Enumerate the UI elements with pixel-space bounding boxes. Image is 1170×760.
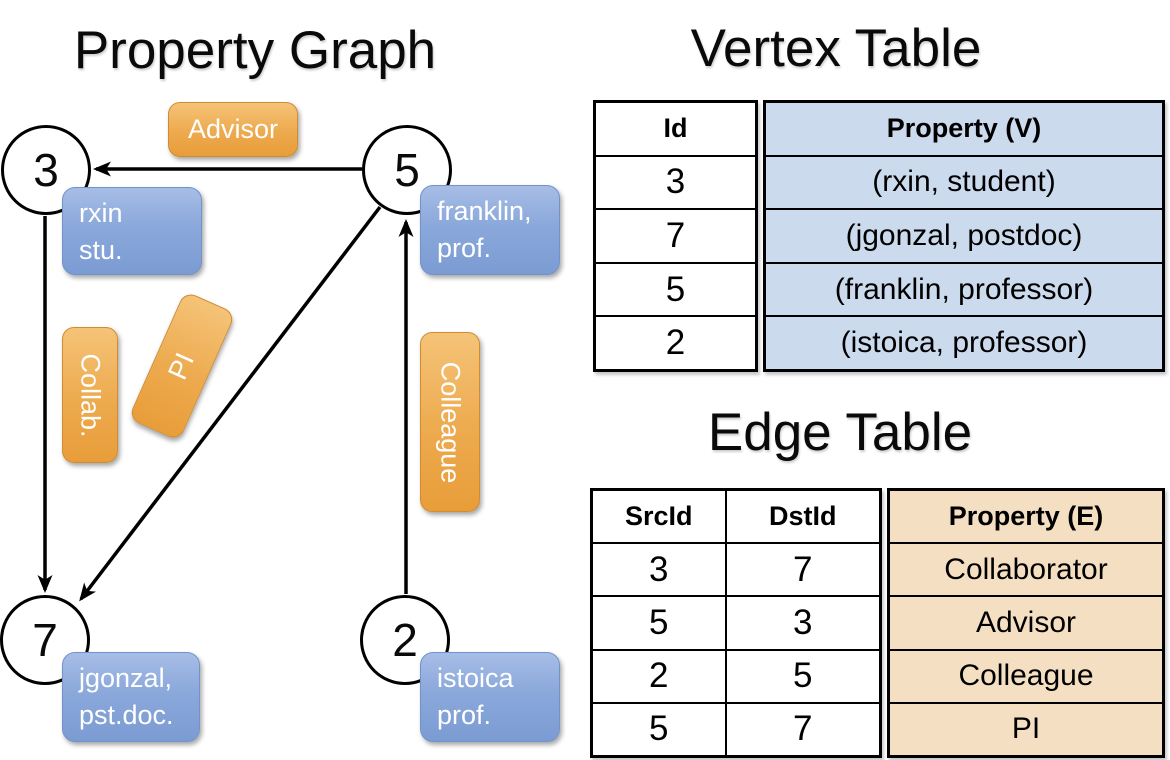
vertex-box-jgonzal-line1: jgonzal,: [79, 663, 173, 693]
vertex-property-cell: (rxin, student): [766, 156, 1162, 209]
table-header-row: Property (V): [766, 103, 1162, 155]
vertex-box-istoica-line2: prof.: [437, 700, 492, 730]
edge-src-cell: 3: [593, 544, 727, 596]
edge-property-cell: PI: [890, 703, 1162, 756]
vertex-box-rxin: rxin stu.: [62, 187, 202, 275]
table-header-row: SrcId DstId: [593, 491, 879, 543]
graph-edges: [37, 161, 414, 602]
edge-src-cell: 5: [593, 597, 727, 649]
vertex-box-franklin-line2: prof.: [437, 233, 492, 263]
table-row: Advisor: [890, 595, 1162, 649]
table-row: 2: [596, 315, 755, 369]
vertex-id-cell: 7: [665, 215, 686, 255]
vertex-property-cell: (istoica, professor): [766, 317, 1162, 369]
table-row: 7: [596, 208, 755, 262]
vertex-table-id-header: Id: [663, 113, 688, 144]
vertex-property-cell: (jgonzal, postdoc): [766, 210, 1162, 262]
table-row: 5: [596, 261, 755, 316]
edge-label-pi-text: PI: [162, 348, 201, 384]
graph-node-5: 5: [362, 125, 452, 215]
edge-dst-cell: 7: [793, 549, 813, 589]
edge-pi-5-to-7: [79, 205, 382, 602]
edge-label-colleague-text: Colleague: [435, 361, 466, 483]
graph-node-2: 2: [360, 595, 450, 685]
edge-label-advisor: Advisor: [168, 102, 298, 157]
vertex-box-istoica-line1: istoica: [437, 663, 514, 693]
edge-label-advisor-text: Advisor: [187, 114, 279, 144]
edge-property-cell: Collaborator: [890, 544, 1162, 596]
table-row: 5 7: [593, 701, 879, 756]
vertex-box-rxin-line1: rxin: [79, 198, 123, 228]
node-7-id: 7: [32, 614, 58, 666]
vertex-box-franklin: franklin, prof.: [420, 185, 560, 275]
edge-table-dstid-header: DstId: [769, 501, 837, 532]
table-row: (istoica, professor): [766, 315, 1162, 369]
edge-property-cell: Advisor: [890, 597, 1162, 649]
node-5-id: 5: [394, 144, 420, 196]
edge-src-cell: 2: [593, 650, 727, 702]
table-header-row: Property (E): [890, 491, 1162, 543]
vertex-id-cell: 2: [665, 323, 686, 363]
edge-property-cell: Colleague: [890, 650, 1162, 702]
table-header-row: Id: [596, 103, 755, 155]
vertex-table-title: Vertex Table: [690, 19, 982, 78]
edge-table-id-columns: SrcId DstId 3 7 5 3 2 5 5 7: [590, 488, 882, 758]
table-row: (rxin, student): [766, 154, 1162, 209]
vertex-box-jgonzal-line2: pst.doc.: [79, 700, 174, 730]
vertex-box-jgonzal: jgonzal, pst.doc.: [62, 652, 200, 742]
vertex-id-cell: 5: [665, 269, 686, 309]
edge-dst-cell: 3: [793, 603, 813, 642]
edge-dst-cell: 7: [793, 709, 813, 749]
vertex-table-property-header: Property (V): [766, 103, 1162, 155]
table-row: (jgonzal, postdoc): [766, 208, 1162, 262]
node-2-id: 2: [392, 614, 418, 666]
edge-dst-cell: 5: [793, 656, 813, 696]
vertex-property-cell: (franklin, professor): [766, 263, 1162, 316]
vertex-box-franklin-line1: franklin,: [437, 196, 532, 226]
vertex-box-istoica: istoica prof.: [420, 652, 560, 742]
table-row: 3: [596, 154, 755, 209]
vertex-table-id-column: Id 3 7 5 2: [593, 100, 758, 372]
edge-table-title: Edge Table: [707, 403, 973, 462]
edge-label-collab-text: Collab.: [75, 352, 106, 438]
property-graph-title: Property Graph: [73, 21, 437, 80]
vertex-table-property-column: Property (V) (rxin, student) (jgonzal, p…: [763, 100, 1165, 372]
table-row: 3 7: [593, 542, 879, 596]
edge-label-collab: Collab.: [62, 327, 118, 463]
table-row: 5 3: [593, 595, 879, 649]
edge-table-property-header: Property (E): [890, 491, 1162, 543]
table-row: Colleague: [890, 648, 1162, 702]
table-row: PI: [890, 701, 1162, 756]
edge-label-colleague: Colleague: [420, 332, 480, 512]
edge-table-srcid-header: SrcId: [593, 491, 727, 543]
table-row: (franklin, professor): [766, 261, 1162, 316]
edge-src-cell: 5: [593, 703, 727, 756]
table-row: Collaborator: [890, 542, 1162, 596]
edge-table-property-column: Property (E) Collaborator Advisor Collea…: [887, 488, 1165, 758]
table-row: 2 5: [593, 648, 879, 702]
vertex-id-cell: 3: [665, 162, 686, 202]
node-3-id: 3: [33, 144, 59, 196]
vertex-box-rxin-line2: stu.: [79, 235, 123, 265]
